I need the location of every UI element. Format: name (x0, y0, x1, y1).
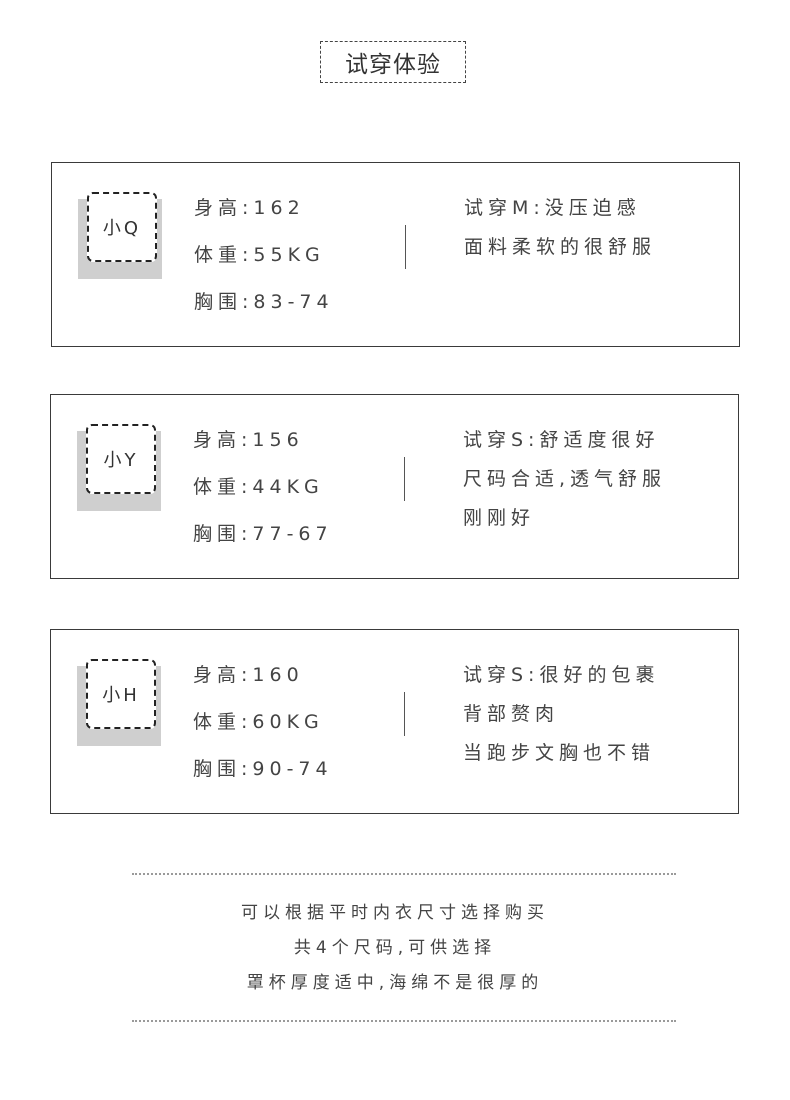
tester-feedback: 试穿S:舒适度很好 尺码合适,透气舒服 刚刚好 (463, 427, 666, 544)
feedback-line: 试穿S:很好的包裹 (463, 664, 660, 686)
vertical-divider (404, 692, 405, 736)
feedback-line: 当跑步文胸也不错 (463, 742, 656, 764)
size-info: 可以根据平时内衣尺寸选择购买 共4个尺码,可供选择 罩杯厚度适中,海绵不是很厚的 (0, 900, 790, 1005)
tester-card-1: 小Q 身高:162 体重:55KG 胸围:83-74 试穿M:没压迫感 面料柔软… (51, 162, 740, 347)
height-stat: 身高:162 (194, 197, 305, 219)
dotted-divider-bottom (132, 1020, 676, 1022)
dotted-divider-top (132, 873, 676, 875)
bust-stat: 胸围:90-74 (193, 758, 333, 780)
feedback-line: 试穿S:舒适度很好 (463, 429, 660, 451)
weight-stat: 体重:55KG (194, 244, 325, 266)
weight-stat: 体重:44KG (193, 476, 324, 498)
tester-feedback: 试穿S:很好的包裹 背部赘肉 当跑步文胸也不错 (463, 662, 659, 779)
tester-feedback: 试穿M:没压迫感 面料柔软的很舒服 (464, 195, 656, 273)
avatar: 小Q (87, 192, 157, 262)
tester-name: 小Q (102, 218, 142, 239)
bust-stat: 胸围:77-67 (193, 523, 333, 545)
height-stat: 身高:160 (193, 664, 304, 686)
tester-measurements: 身高:162 体重:55KG 胸围:83-74 (194, 195, 334, 336)
vertical-divider (405, 225, 406, 269)
feedback-line: 尺码合适,透气舒服 (463, 468, 667, 490)
weight-stat: 体重:60KG (193, 711, 324, 733)
page-title-text: 试穿体验 (345, 52, 441, 78)
height-stat: 身高:156 (193, 429, 304, 451)
size-info-line: 共4个尺码,可供选择 (293, 938, 497, 958)
tester-card-2: 小Y 身高:156 体重:44KG 胸围:77-67 试穿S:舒适度很好 尺码合… (50, 394, 739, 579)
vertical-divider (404, 457, 405, 501)
tester-card-3: 小H 身高:160 体重:60KG 胸围:90-74 试穿S:很好的包裹 背部赘… (50, 629, 739, 814)
avatar: 小H (86, 659, 156, 729)
bust-stat: 胸围:83-74 (194, 291, 334, 313)
avatar: 小Y (86, 424, 156, 494)
tester-name: 小Y (103, 450, 139, 471)
feedback-line: 背部赘肉 (463, 703, 560, 725)
feedback-line: 试穿M:没压迫感 (464, 197, 641, 219)
tester-measurements: 身高:156 体重:44KG 胸围:77-67 (193, 427, 333, 568)
size-info-line: 可以根据平时内衣尺寸选择购买 (241, 903, 549, 923)
tester-name: 小H (102, 685, 140, 706)
tester-measurements: 身高:160 体重:60KG 胸围:90-74 (193, 662, 333, 803)
feedback-line: 刚刚好 (463, 507, 536, 529)
page-title: 试穿体验 (320, 41, 466, 83)
feedback-line: 面料柔软的很舒服 (464, 236, 657, 258)
size-info-line: 罩杯厚度适中,海绵不是很厚的 (246, 973, 544, 993)
